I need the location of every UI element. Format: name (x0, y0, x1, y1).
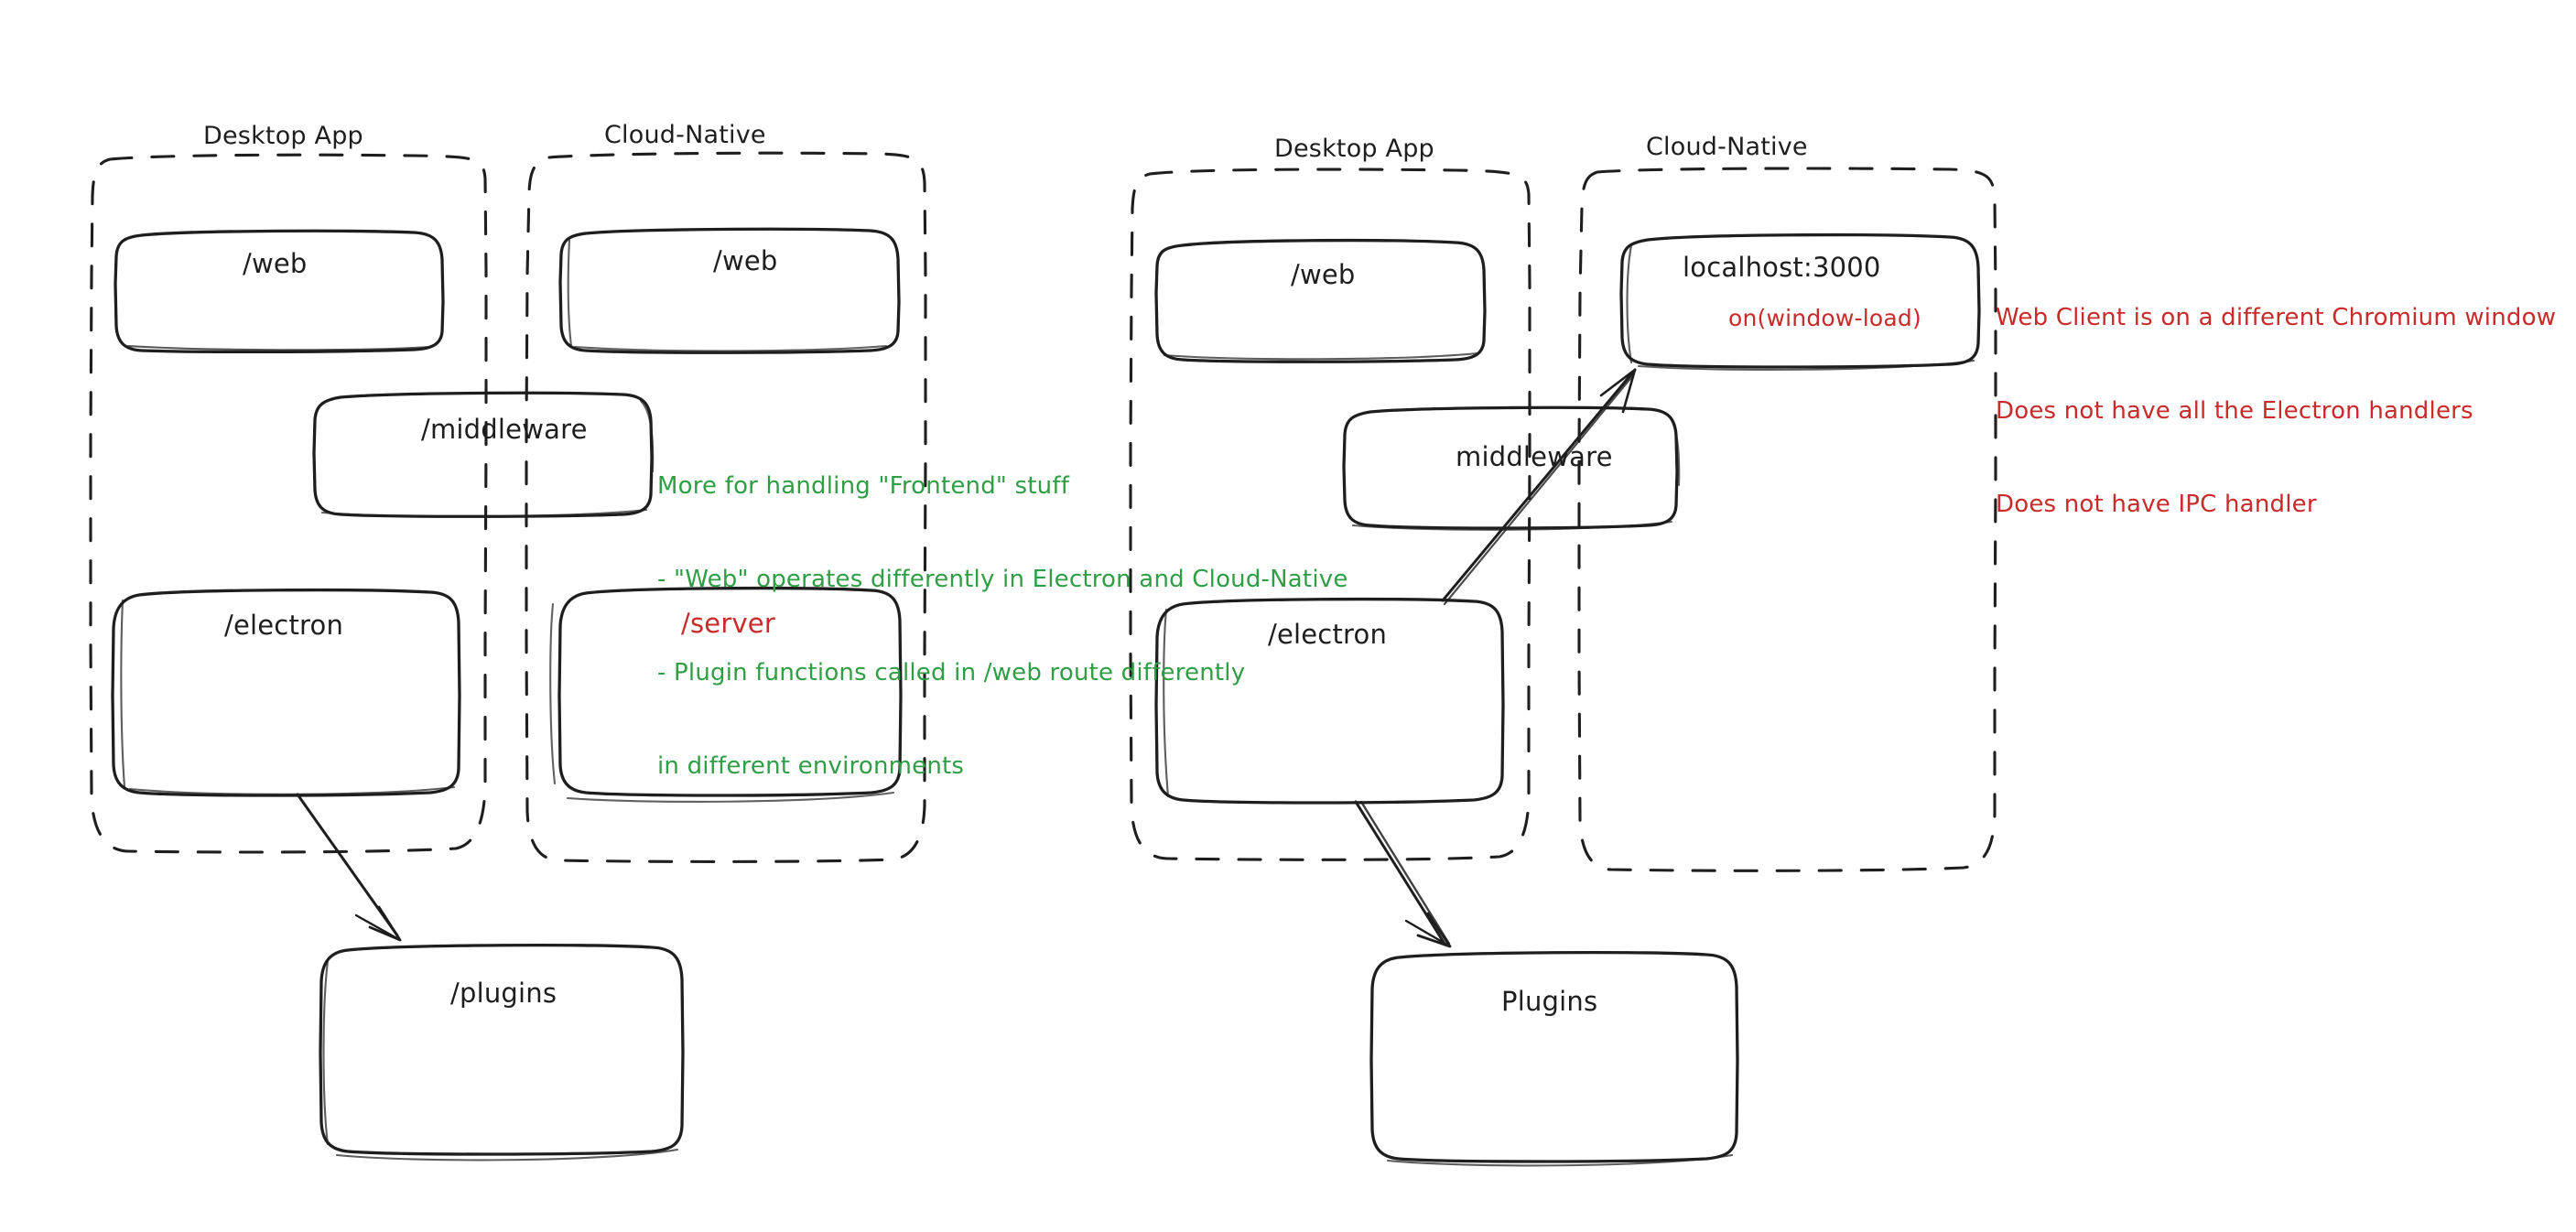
right-container-label-desktop-app: Desktop App (1274, 135, 1434, 163)
right-node-label-localhost: localhost:3000 (1683, 252, 1881, 283)
annotation-green-line-4: in different environments (657, 752, 965, 780)
left-node-label-web-cloud: /web (713, 245, 778, 276)
right-edge-electron-to-localhost (1441, 368, 1637, 606)
right-edge-electron-to-plugins (1354, 800, 1452, 948)
left-edge-electron-to-plugins (296, 793, 402, 942)
right-node-sublabel-on-window-load: on(window-load) (1728, 305, 1921, 331)
left-container-label-cloud-native: Cloud-Native (604, 121, 766, 149)
right-node-plugins (1369, 950, 1739, 1167)
annotation-green: More for handling "Frontend" stuff - "We… (657, 408, 1348, 844)
left-node-plugins (319, 943, 685, 1162)
right-container-cloud-native (1577, 167, 1997, 872)
right-node-web-desktop (1154, 238, 1487, 363)
left-node-web-cloud (558, 227, 901, 354)
left-node-label-web-desktop: /web (243, 248, 308, 279)
left-node-label-middleware: /middleware (421, 414, 588, 445)
left-node-label-electron: /electron (224, 610, 344, 641)
left-container-desktop-app (89, 153, 488, 854)
left-node-server (549, 586, 903, 803)
left-container-cloud-native (525, 151, 927, 863)
annotation-green-line-3: - Plugin functions called in /web route … (657, 659, 1246, 686)
right-node-label-web-desktop: /web (1291, 259, 1356, 290)
right-node-label-middleware: middleware (1456, 441, 1613, 472)
right-node-electron (1154, 597, 1505, 805)
right-node-localhost (1619, 232, 1981, 371)
right-container-label-cloud-native: Cloud-Native (1646, 133, 1808, 161)
left-node-middleware (312, 391, 655, 518)
left-node-web-desktop (114, 229, 445, 354)
right-node-label-plugins: Plugins (1501, 986, 1598, 1017)
right-container-desktop-app (1129, 168, 1532, 861)
annotation-green-line-2: - "Web" operates differently in Electron… (657, 566, 1348, 593)
left-node-label-server: /server (681, 608, 775, 639)
annotation-red-line-2: Does not have all the Electron handlers (1996, 397, 2473, 425)
annotation-red-line-3: Does not have IPC handler (1996, 491, 2317, 518)
left-node-label-plugins: /plugins (450, 978, 557, 1009)
annotation-red-line-1: Web Client is on a different Chromium wi… (1996, 304, 2557, 331)
annotation-green-line-1: More for handling "Frontend" stuff (657, 472, 1070, 500)
right-node-middleware (1342, 405, 1681, 531)
annotation-red: Web Client is on a different Chromium wi… (1996, 240, 2556, 582)
right-node-label-electron: /electron (1268, 619, 1388, 650)
left-node-electron (111, 588, 461, 797)
left-container-label-desktop-app: Desktop App (203, 122, 363, 150)
